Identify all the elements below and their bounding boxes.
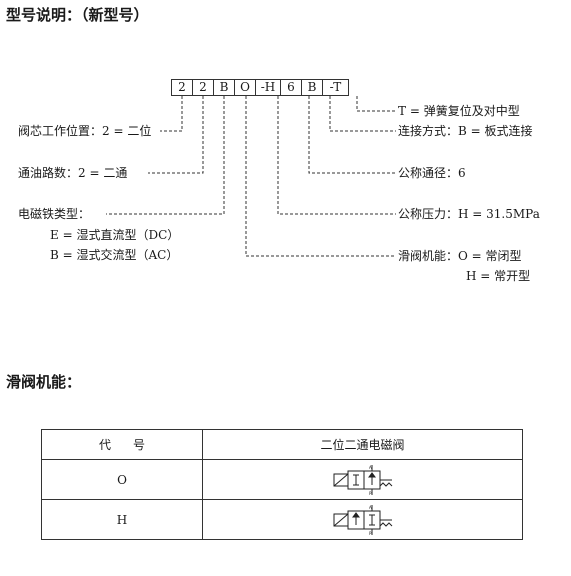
header-code: 代号	[41, 429, 203, 460]
label-function: 滑阀机能：O = 常闭型	[398, 249, 522, 263]
row-code: O	[41, 459, 203, 500]
function-table: 代号 二位二通电磁阀 O	[41, 429, 523, 540]
svg-text:P: P	[369, 491, 372, 495]
code-cell: -H	[256, 80, 281, 95]
header-desc: 二位二通电磁阀	[202, 429, 523, 460]
model-title: 型号说明：（新型号）	[6, 6, 149, 24]
leader-line-magnet	[106, 96, 225, 215]
table-row: H A P	[41, 499, 523, 540]
leader-line-diameter	[308, 96, 396, 174]
leader-line-position	[160, 96, 183, 132]
leader-line-function	[245, 96, 396, 257]
code-cell: -T	[329, 80, 342, 94]
leader-line-spring	[356, 96, 396, 112]
label-magnet-type: 电磁铁类型：	[18, 207, 91, 221]
svg-text:A: A	[369, 505, 372, 510]
table-header-row: 代号 二位二通电磁阀	[41, 429, 523, 460]
normally-open-valve-symbol: A P	[333, 504, 392, 535]
function-title: 滑阀机能：	[6, 373, 82, 391]
normally-closed-valve-symbol: A P	[333, 464, 392, 495]
label-magnet-b: B = 湿式交流型（AC）	[50, 248, 179, 262]
leader-line-connection	[329, 96, 396, 132]
label-pressure: 公称压力：H = 31.5MPa	[398, 207, 540, 221]
code-cell: B	[214, 80, 235, 95]
code-cell: 2	[172, 80, 193, 95]
label-connection: 连接方式：B = 板式连接	[398, 124, 533, 138]
row-code: H	[41, 499, 203, 540]
row-symbol: A P	[202, 499, 523, 540]
table-row: O A P	[41, 459, 523, 500]
model-code-box: 2 2 B O -H 6 B -T	[171, 79, 349, 96]
label-ways: 通油路数：2 = 二通	[18, 166, 128, 180]
code-cell: B	[302, 80, 323, 95]
svg-text:A: A	[369, 465, 372, 470]
row-symbol: A P	[202, 459, 523, 500]
label-position: 阀芯工作位置：2 = 二位	[18, 124, 152, 138]
svg-text:P: P	[369, 531, 372, 535]
label-spring: T = 弹簧复位及对中型	[398, 104, 520, 118]
code-cell: 6	[281, 80, 302, 95]
label-function-h: H = 常开型	[466, 269, 531, 283]
label-magnet-e: E = 湿式直流型（DC）	[50, 228, 180, 242]
leader-line-ways	[148, 96, 204, 174]
leader-line-pressure	[277, 96, 396, 215]
code-cell: O	[235, 80, 256, 95]
label-diameter: 公称通径：6	[398, 166, 466, 180]
code-cell: 2	[193, 80, 214, 95]
